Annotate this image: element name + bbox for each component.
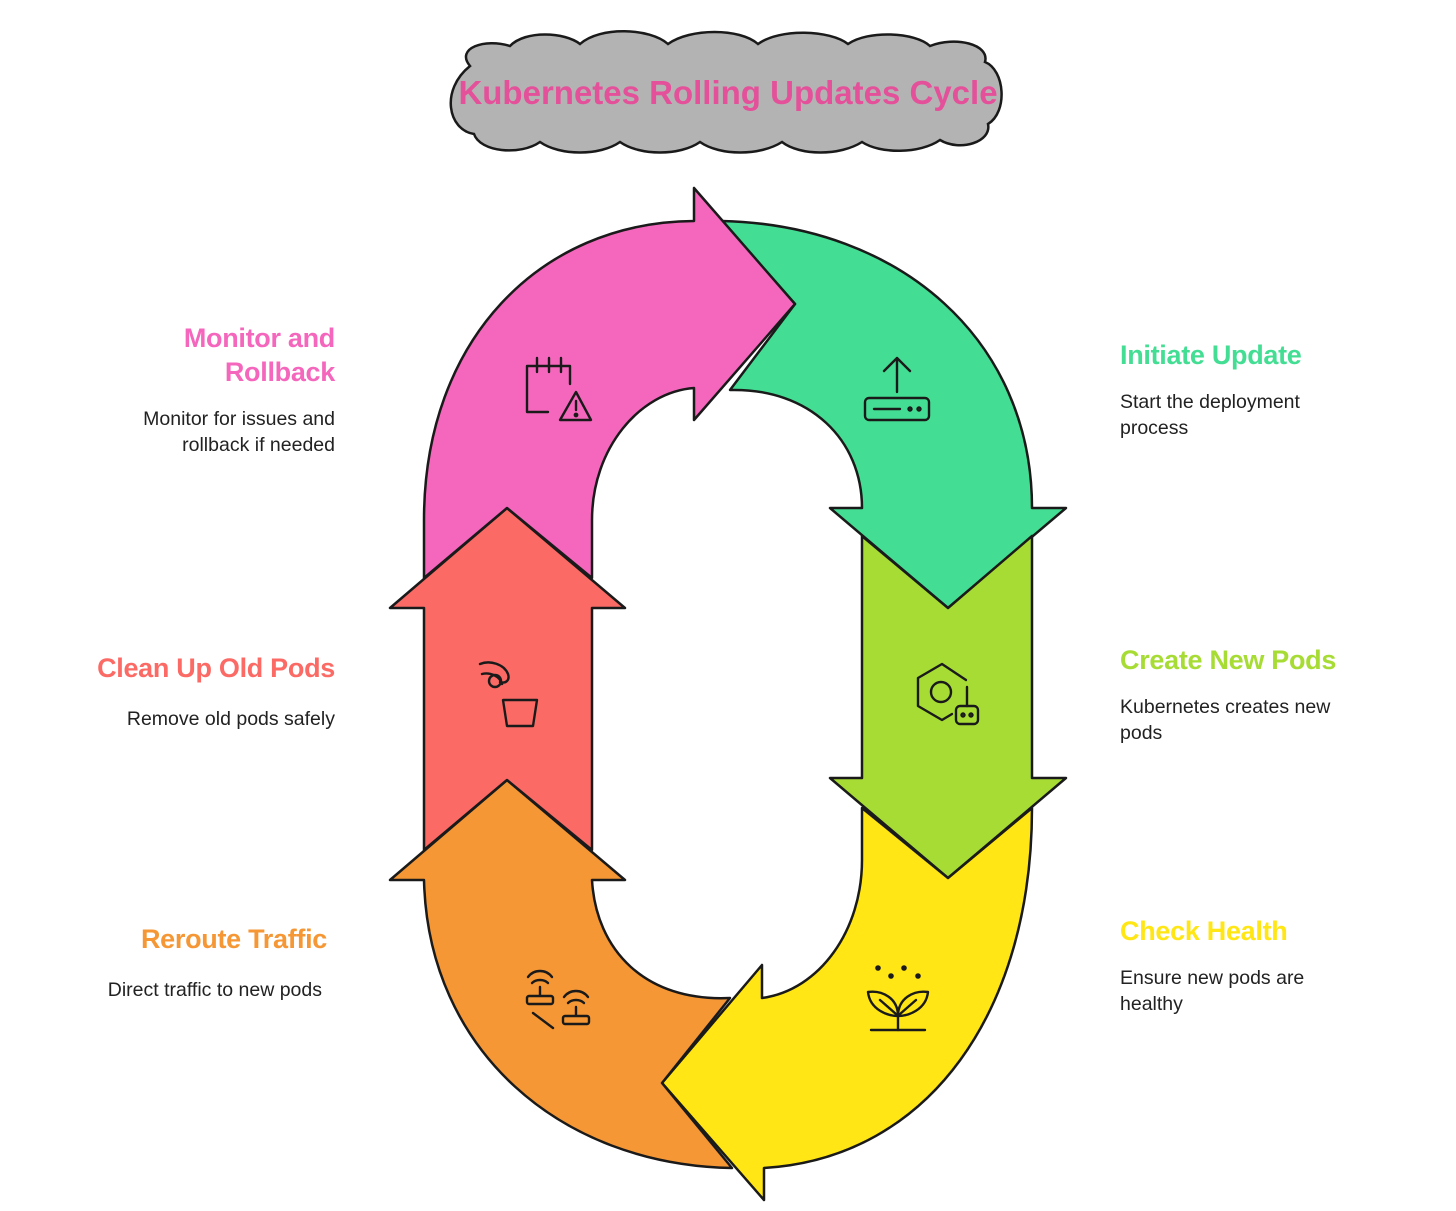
step-title-monitor-and-rollback: Monitor and Rollback xyxy=(183,323,335,387)
step-title-create-new-pods: Create New Pods xyxy=(1120,645,1337,675)
upload-server-icon xyxy=(863,356,931,422)
step-desc-reroute-traffic: Direct traffic to new pods xyxy=(107,979,322,1001)
arrow-create-new-pods xyxy=(828,534,1068,880)
step-desc-monitor-and-rollback: Monitor for issues and rollback if neede… xyxy=(143,408,335,456)
calendar-warning-icon xyxy=(525,356,593,422)
arrow-reroute-traffic xyxy=(388,778,734,1170)
routers-icon xyxy=(525,969,591,1030)
title-cloud-shape xyxy=(449,30,1003,154)
arrow-initiate-update xyxy=(720,219,1068,610)
hexagon-robot-icon xyxy=(916,662,980,726)
arrow-check-health xyxy=(660,806,1034,1202)
step-desc-create-new-pods: Kubernetes creates new pods xyxy=(1120,696,1331,744)
step-title-check-health: Check Health xyxy=(1120,916,1288,946)
step-desc-check-health: Ensure new pods are healthy xyxy=(1120,967,1305,1015)
arrow-monitor-and-rollback xyxy=(422,186,797,580)
step-desc-initiate-update: Start the deployment process xyxy=(1120,391,1300,439)
step-desc-clean-up-old-pods: Remove old pods safely xyxy=(126,708,335,730)
diagram-title: Kubernetes Rolling Updates Cycle xyxy=(458,74,997,111)
step-title-clean-up-old-pods: Clean Up Old Pods xyxy=(97,653,335,683)
step-title-initiate-update: Initiate Update xyxy=(1120,340,1302,370)
sprout-icon xyxy=(866,965,930,1032)
step-title-reroute-traffic: Reroute Traffic xyxy=(140,924,327,954)
hand-trash-icon xyxy=(478,661,539,728)
title-cloud: Kubernetes Rolling Updates Cycle xyxy=(449,30,1003,154)
